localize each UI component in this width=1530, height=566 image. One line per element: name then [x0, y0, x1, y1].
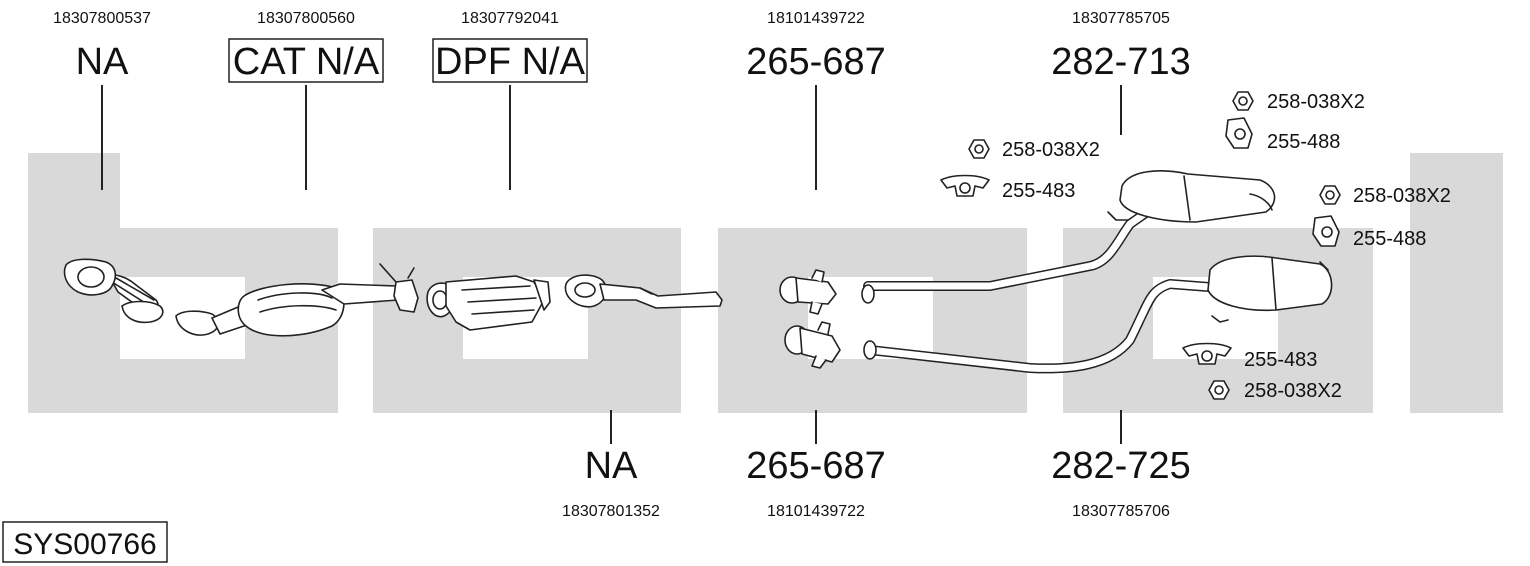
nut-icon — [968, 139, 990, 159]
fitting-code: 258-038X2 — [1244, 380, 1342, 402]
fitting-code: 258-038X2 — [1267, 91, 1365, 113]
fitting-code: 255-483 — [1244, 349, 1317, 371]
leader-lines — [101, 85, 1122, 444]
system-id-box — [2, 521, 168, 563]
oem-number: 18307792041 — [461, 10, 559, 27]
part-code: NA — [76, 41, 129, 83]
pipe-clamp-lower — [784, 321, 841, 369]
part-code: NA — [585, 445, 638, 487]
part-code: 282-725 — [1051, 445, 1190, 487]
system-id: SYS00766 — [13, 528, 156, 561]
oem-number: 18307801352 — [562, 503, 660, 520]
rear-muffler-lower — [863, 255, 1333, 374]
code-box — [432, 38, 588, 83]
part-code: DPF N/A — [435, 41, 586, 83]
oem-number: 18307800537 — [53, 10, 151, 27]
oem-number: 18101439722 — [767, 503, 865, 520]
rubber-hanger-icon — [940, 174, 990, 197]
intermediate-pipe — [564, 274, 723, 309]
background-bands — [28, 153, 1503, 413]
fitting-code: 255-488 — [1353, 228, 1426, 250]
bracket-icon — [1312, 215, 1340, 247]
oem-number: 18307800560 — [257, 10, 355, 27]
front-pipe — [63, 258, 164, 324]
fitting-code: 255-483 — [1002, 180, 1075, 202]
oem-number: 18101439722 — [767, 10, 865, 27]
pipe-clamp-upper — [779, 269, 837, 315]
nut-icon — [1208, 380, 1230, 400]
bracket-icon — [1225, 117, 1253, 149]
part-code: CAT N/A — [233, 41, 380, 83]
part-code: 265-687 — [746, 41, 885, 83]
part-code: 282-713 — [1051, 41, 1190, 83]
rubber-hanger-icon — [1182, 342, 1232, 365]
nut-icon — [1319, 185, 1341, 205]
fitting-code: 258-038X2 — [1353, 185, 1451, 207]
fitting-code: 255-488 — [1267, 131, 1340, 153]
oem-number: 18307785706 — [1072, 503, 1170, 520]
diesel-particulate-filter — [426, 275, 551, 331]
oem-number: 18307785705 — [1072, 10, 1170, 27]
catalytic-converter — [175, 263, 419, 337]
nut-icon — [1232, 91, 1254, 111]
code-box — [228, 38, 384, 83]
rear-muffler-upper — [861, 170, 1276, 304]
part-code: 265-687 — [746, 445, 885, 487]
fitting-code: 258-038X2 — [1002, 139, 1100, 161]
